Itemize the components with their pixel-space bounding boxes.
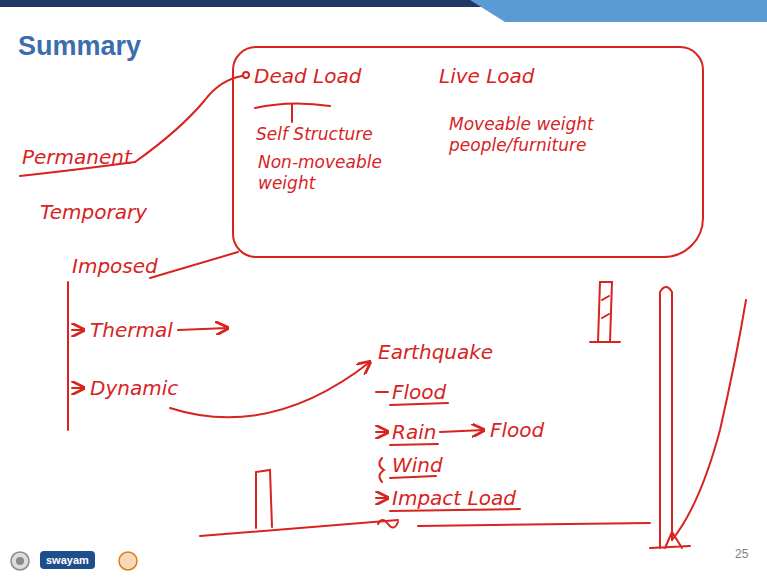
load-text: Non-moveable weight (258, 152, 388, 194)
rounded-box: Dead Load Live LoadSelf StructureNon-move… (232, 46, 704, 258)
load-text: Dead Load (254, 64, 404, 88)
hazard-item: Impact Load (392, 486, 516, 510)
hazard-item: Earthquake (378, 340, 493, 364)
load-category: Imposed (72, 254, 158, 278)
hazard-item: Flood (490, 418, 544, 442)
load-type: Thermal (90, 318, 173, 342)
slide-title: Summary (18, 30, 141, 62)
ink-strokes (20, 72, 746, 548)
load-category: Temporary (40, 200, 147, 224)
header-accent (470, 0, 767, 22)
hazard-item: Rain (392, 420, 436, 444)
load-text: Self Structure (256, 124, 426, 145)
load-category: Permanent (22, 145, 132, 169)
load-text: Live Load (439, 64, 589, 88)
page-number: 25 (735, 547, 748, 561)
footer-logos (11, 552, 137, 570)
hazard-item: Wind (392, 453, 443, 477)
load-type: Dynamic (90, 376, 178, 400)
hazard-item: Flood (392, 380, 446, 404)
load-text: Moveable weight people/furniture (449, 114, 679, 156)
logo-text: swayam (40, 551, 95, 569)
